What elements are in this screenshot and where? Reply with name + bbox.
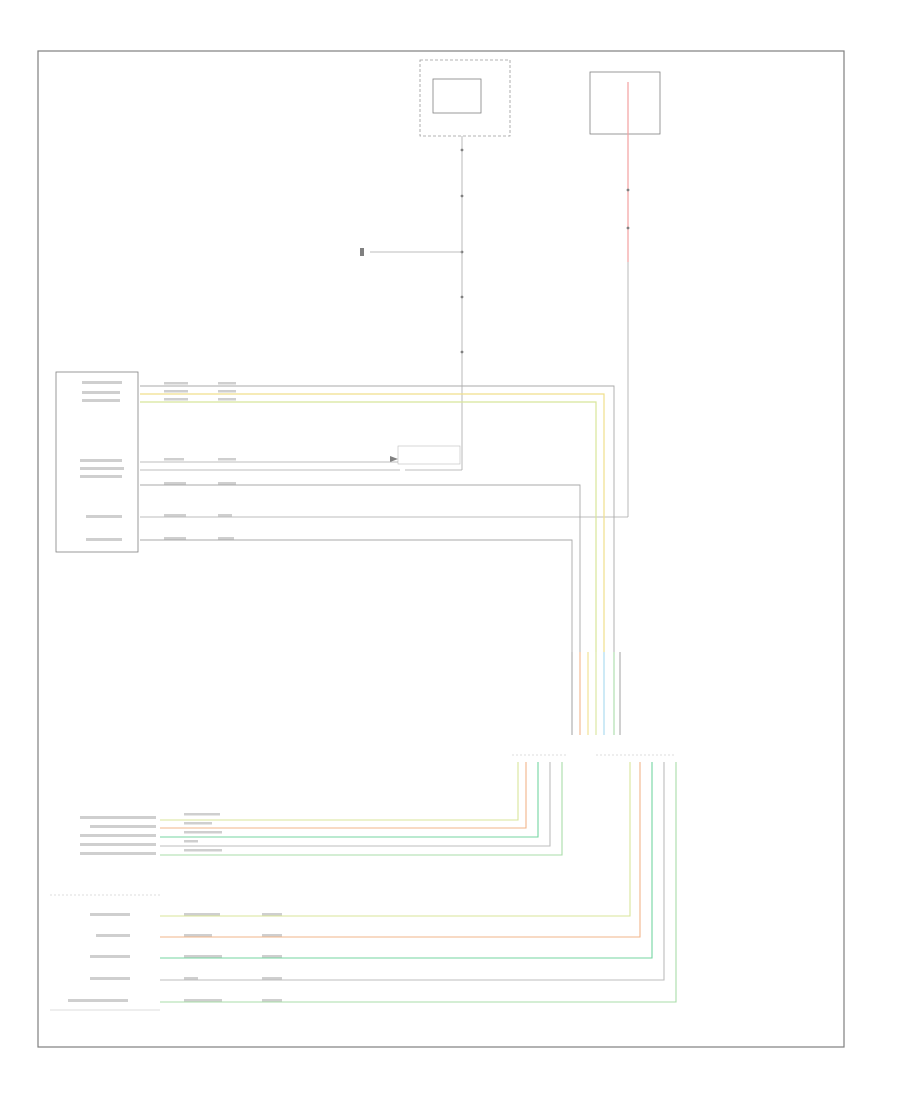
feed-path bbox=[360, 136, 464, 471]
instrument-cluster bbox=[589, 71, 661, 135]
control-module bbox=[55, 371, 139, 553]
red-feed-wire bbox=[140, 82, 630, 518]
module-pin-wires bbox=[140, 385, 615, 652]
fuse-box bbox=[419, 59, 511, 137]
splice-box bbox=[390, 445, 461, 465]
speaker-module-wires bbox=[160, 762, 677, 1003]
speaker-group-wires bbox=[160, 762, 563, 856]
diagram-frame bbox=[37, 50, 845, 1048]
harness-bundle bbox=[571, 652, 621, 735]
label-stubs bbox=[68, 381, 282, 1002]
